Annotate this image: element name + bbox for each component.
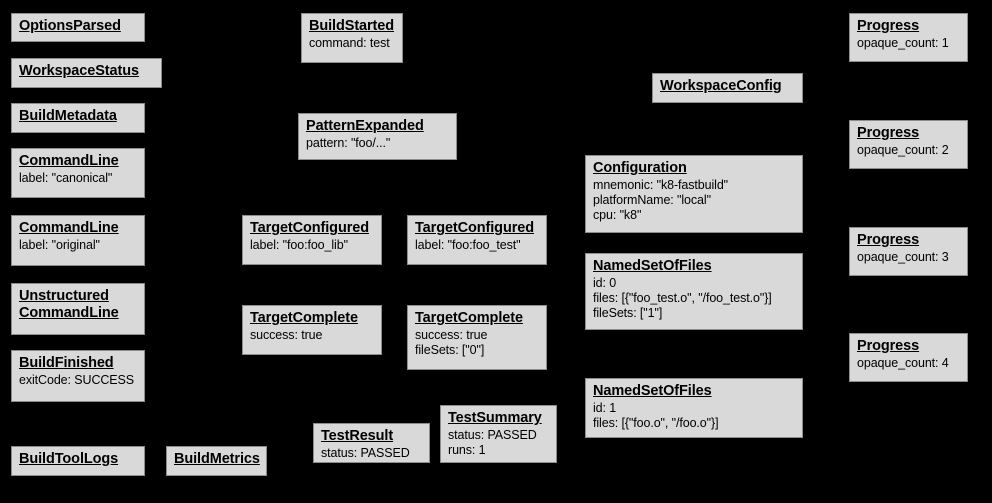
node-field: mnemonic: "k8-fastbuild" <box>593 178 729 192</box>
node-progress-1[interactable]: Progress opaque_count: 1 <box>849 13 968 62</box>
node-field: label: "foo:foo_test" <box>415 238 521 252</box>
node-fields: opaque_count: 1 <box>857 36 961 51</box>
node-fields: success: true <box>250 328 375 343</box>
node-progress-4[interactable]: Progress opaque_count: 4 <box>849 333 968 382</box>
node-title: NamedSetOfFiles <box>593 383 712 399</box>
node-target-complete-lib[interactable]: TargetComplete success: true <box>242 305 382 355</box>
node-field: files: [{"foo.o", "/foo.o"}] <box>593 416 719 430</box>
node-title: Configuration <box>593 160 687 176</box>
node-fields: opaque_count: 2 <box>857 143 961 158</box>
node-fields: label: "original" <box>19 238 138 253</box>
node-build-finished[interactable]: BuildFinished exitCode: SUCCESS <box>11 350 145 402</box>
node-title: NamedSetOfFiles <box>593 258 712 274</box>
node-progress-3[interactable]: Progress opaque_count: 3 <box>849 227 968 276</box>
node-field: fileSets: ["1"] <box>593 306 663 320</box>
node-title: CommandLine <box>19 220 119 236</box>
node-fields: label: "foo:foo_lib" <box>250 238 375 253</box>
node-title: Progress <box>857 125 920 141</box>
node-title: Progress <box>857 18 920 34</box>
node-field: opaque_count: 4 <box>857 356 949 370</box>
node-field: success: true <box>250 328 323 342</box>
node-unstructured-command-line[interactable]: Unstructured CommandLine <box>11 283 145 335</box>
node-field: opaque_count: 1 <box>857 36 949 50</box>
node-target-configured-foo-lib[interactable]: TargetConfigured label: "foo:foo_lib" <box>242 215 382 265</box>
node-build-metadata[interactable]: BuildMetadata <box>11 103 145 133</box>
node-build-metrics[interactable]: BuildMetrics <box>166 446 267 476</box>
node-title: WorkspaceConfig <box>660 78 782 94</box>
node-field: label: "original" <box>19 238 100 252</box>
node-field: status: PASSED <box>321 446 410 460</box>
node-build-started[interactable]: BuildStarted command: test <box>301 13 403 63</box>
node-fields: exitCode: SUCCESS <box>19 373 138 388</box>
node-fields: opaque_count: 3 <box>857 250 961 265</box>
node-fields: label: "canonical" <box>19 171 138 186</box>
node-field: label: "foo:foo_lib" <box>250 238 348 252</box>
node-field: id: 0 <box>593 276 617 290</box>
node-command-line-canonical[interactable]: CommandLine label: "canonical" <box>11 148 145 198</box>
node-fields: pattern: "foo/..." <box>306 136 450 151</box>
node-title: Unstructured CommandLine <box>19 288 119 321</box>
node-field: runs: 1 <box>448 443 486 457</box>
node-configuration[interactable]: Configuration mnemonic: "k8-fastbuild"pla… <box>585 155 803 233</box>
node-title: TargetComplete <box>250 310 358 326</box>
node-title: CommandLine <box>19 153 119 169</box>
node-title: BuildMetadata <box>19 108 117 124</box>
node-title: BuildToolLogs <box>19 451 119 467</box>
node-field: label: "canonical" <box>19 171 113 185</box>
node-test-result[interactable]: TestResult status: PASSED <box>313 423 430 463</box>
node-fields: label: "foo:foo_test" <box>415 238 540 253</box>
node-command-line-original[interactable]: CommandLine label: "original" <box>11 215 145 266</box>
node-field: id: 1 <box>593 401 617 415</box>
node-field: opaque_count: 2 <box>857 143 949 157</box>
node-title: Progress <box>857 232 920 248</box>
node-options-parsed[interactable]: OptionsParsed <box>11 13 145 42</box>
node-title: TestResult <box>321 428 394 444</box>
node-workspace-status[interactable]: WorkspaceStatus <box>11 58 162 88</box>
node-field: pattern: "foo/..." <box>306 136 391 150</box>
node-title: Progress <box>857 338 920 354</box>
node-title: BuildFinished <box>19 355 114 371</box>
node-field: exitCode: SUCCESS <box>19 373 135 387</box>
node-title: BuildStarted <box>309 18 395 34</box>
node-fields: command: test <box>309 36 396 51</box>
node-field: success: true <box>415 328 488 342</box>
node-fields: opaque_count: 4 <box>857 356 961 371</box>
node-build-tool-logs[interactable]: BuildToolLogs <box>11 446 145 476</box>
node-title: TargetConfigured <box>250 220 369 236</box>
node-target-configured-foo-test[interactable]: TargetConfigured label: "foo:foo_test" <box>407 215 547 265</box>
node-fields: mnemonic: "k8-fastbuild"platformName: "l… <box>593 178 796 223</box>
node-workspace-config[interactable]: WorkspaceConfig <box>652 73 803 103</box>
node-field: files: [{"foo_test.o", "/foo_test.o"}] <box>593 291 772 305</box>
node-field: status: PASSED <box>448 428 537 442</box>
node-field: cpu: "k8" <box>593 208 642 222</box>
node-pattern-expanded[interactable]: PatternExpanded pattern: "foo/..." <box>298 113 457 160</box>
node-title: BuildMetrics <box>174 451 260 467</box>
node-field: fileSets: ["0"] <box>415 343 485 357</box>
node-title: TestSummary <box>448 410 542 426</box>
node-title: WorkspaceStatus <box>19 63 139 79</box>
node-title: TargetComplete <box>415 310 523 326</box>
node-field: platformName: "local" <box>593 193 711 207</box>
node-title: PatternExpanded <box>306 118 424 134</box>
node-field: command: test <box>309 36 390 50</box>
node-progress-2[interactable]: Progress opaque_count: 2 <box>849 120 968 169</box>
node-fields: status: PASSED <box>321 446 423 461</box>
node-title: TargetConfigured <box>415 220 534 236</box>
node-title: OptionsParsed <box>19 18 121 34</box>
node-field: opaque_count: 3 <box>857 250 949 264</box>
